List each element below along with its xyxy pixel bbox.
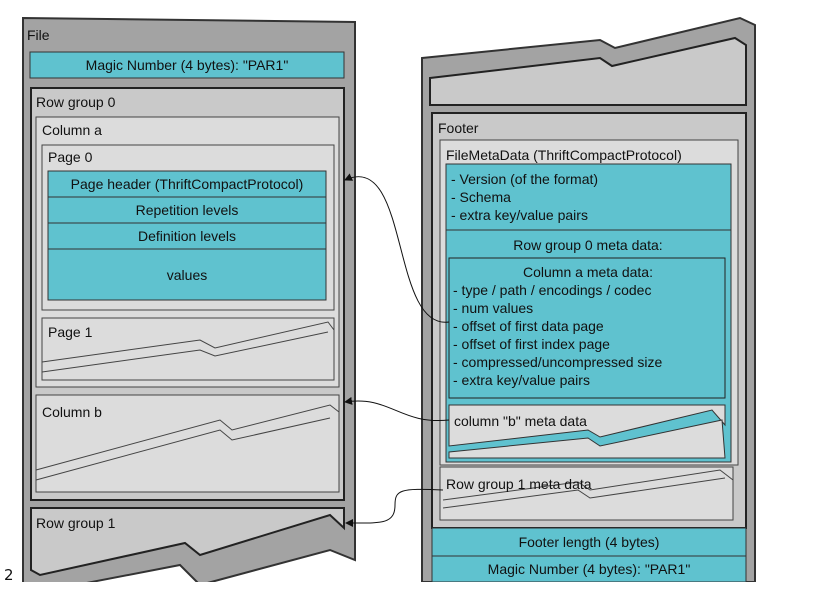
row-group-0-meta-label: Row group 0 meta data: [513, 237, 662, 253]
version-schema-box [445, 163, 732, 231]
column-a-meta-line: - extra key/value pairs [453, 372, 590, 388]
row-group-1 [30, 507, 345, 577]
repetition-levels [47, 196, 327, 224]
meta-line: - Schema [451, 189, 511, 205]
magic-number-top-label: Magic Number (4 bytes): "PAR1" [86, 57, 289, 73]
column-a-meta-title: Column a meta data: [523, 264, 653, 280]
column-a-meta [448, 257, 726, 399]
column-a-meta-line: - compressed/uncompressed size [453, 354, 663, 370]
footer-length [431, 527, 747, 557]
page-number: 2 [4, 566, 14, 584]
file-label: File [27, 27, 50, 43]
column-a-meta-line: - type / path / encodings / codec [453, 282, 651, 298]
meta-line: - extra key/value pairs [451, 207, 588, 223]
column-a-label: Column a [42, 122, 102, 138]
page-header-label: Page header (ThriftCompactProtocol) [71, 176, 304, 192]
values-label: values [167, 267, 207, 283]
row-group-0-label: Row group 0 [36, 94, 116, 110]
arrow-row-group-1-meta-to-row-group-1 [345, 488, 444, 528]
row-group-1-meta-label: Row group 1 meta data [446, 476, 592, 492]
column-b-meta [448, 404, 726, 447]
column-b [35, 394, 340, 493]
page-1 [41, 317, 335, 381]
arrow-column-a-meta-to-page-0 [344, 173, 450, 323]
magic-number-bottom [431, 555, 747, 583]
column-a-meta-line: - offset of first data page [453, 318, 604, 334]
repetition-levels-label: Repetition levels [136, 202, 239, 218]
magic-number-top [29, 51, 345, 79]
definition-levels-label: Definition levels [138, 228, 236, 244]
magic-number-bottom-label: Magic Number (4 bytes): "PAR1" [488, 561, 691, 577]
column-b-label: Column b [42, 404, 102, 420]
footer-length-label: Footer length (4 bytes) [519, 534, 660, 550]
definition-levels [47, 222, 327, 250]
arrow-column-b-meta-to-column-b [344, 396, 450, 422]
meta-line: - Version (of the format) [451, 171, 598, 187]
column-b-meta-label: column "b" meta data [454, 413, 587, 429]
footer-label: Footer [438, 120, 479, 136]
page-1-label: Page 1 [48, 324, 93, 340]
column-a-meta-line: - offset of first index page [453, 336, 610, 352]
file-metadata-label: FileMetaData (ThriftCompactProtocol) [446, 147, 682, 163]
page-0-label: Page 0 [48, 149, 93, 165]
page-header [47, 170, 327, 198]
row-group-1-label: Row group 1 [36, 515, 116, 531]
values [47, 248, 327, 301]
column-a-meta-line: - num values [453, 300, 533, 316]
